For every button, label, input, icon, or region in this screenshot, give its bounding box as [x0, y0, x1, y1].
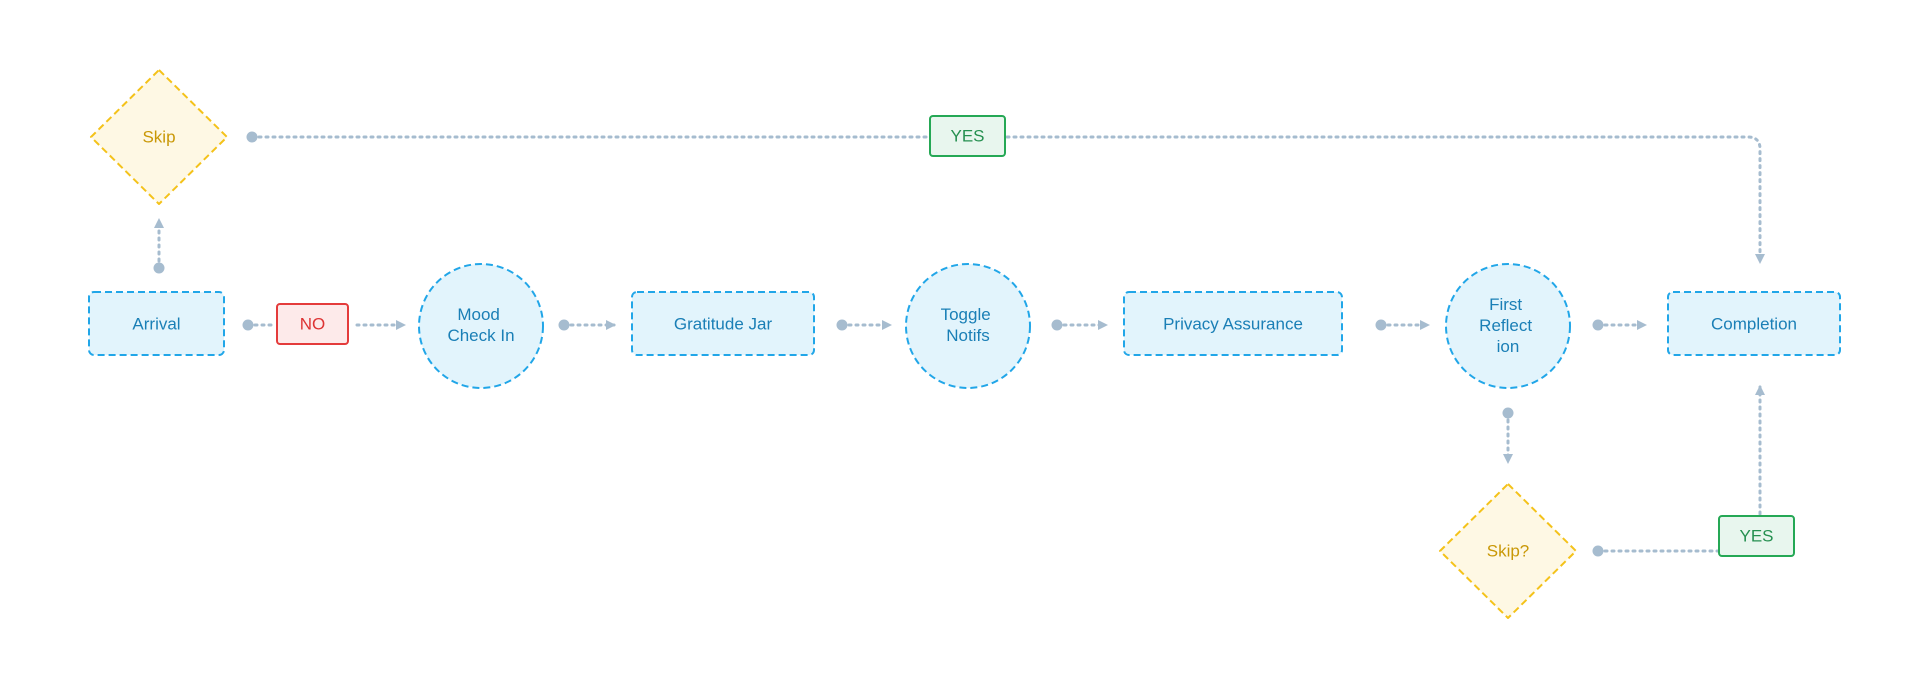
node-privacy-assurance-label: Privacy Assurance: [1163, 314, 1303, 333]
decision-skip-q[interactable]: Skip?: [1439, 483, 1577, 619]
node-toggle-line-2: Notifs: [946, 326, 989, 345]
decision-skip-q-label: Skip?: [1487, 541, 1530, 560]
connector-dot: [558, 319, 570, 331]
node-privacy-assurance[interactable]: Privacy Assurance: [1123, 291, 1343, 356]
node-mood-line-2: Check In: [447, 326, 514, 345]
connector-dot: [242, 319, 254, 331]
connector-dot: [246, 131, 258, 143]
node-first-reflection-label: First Reflect ion: [1479, 295, 1537, 356]
node-reflection-line-2: Reflect: [1479, 316, 1532, 335]
node-reflection-line-3: ion: [1497, 337, 1520, 356]
badge-yes-top-label: YES: [950, 126, 984, 145]
node-arrival[interactable]: Arrival: [88, 291, 225, 356]
node-first-reflection[interactable]: First Reflect ion: [1445, 263, 1571, 389]
node-toggle-notifs-label: Toggle Notifs: [941, 305, 996, 345]
node-completion[interactable]: Completion: [1667, 291, 1841, 356]
connector-dot: [1051, 319, 1063, 331]
connector-dot: [836, 319, 848, 331]
node-mood-check-in-label: Mood Check In: [447, 305, 514, 345]
connector-dot: [153, 262, 165, 274]
node-completion-label: Completion: [1711, 314, 1797, 333]
node-reflection-line-1: First: [1489, 295, 1522, 314]
badge-yes-bottom-label: YES: [1739, 526, 1773, 545]
connector-dots: [153, 131, 1604, 557]
node-mood-check-in[interactable]: Mood Check In: [418, 263, 544, 389]
connector-dot: [1592, 545, 1604, 557]
node-toggle-line-1: Toggle: [941, 305, 991, 324]
decision-skip-label: Skip: [142, 127, 175, 146]
badge-yes-top: YES: [929, 115, 1006, 157]
node-gratitude-jar[interactable]: Gratitude Jar: [631, 291, 815, 356]
node-toggle-notifs[interactable]: Toggle Notifs: [905, 263, 1031, 389]
connectors: [154, 135, 1765, 553]
connector-dot: [1502, 407, 1514, 419]
node-arrival-label: Arrival: [132, 314, 180, 333]
connector-yes-completion: [1005, 135, 1765, 264]
connector-dot: [1592, 319, 1604, 331]
badge-no-label: NO: [300, 314, 326, 333]
decision-skip[interactable]: Skip: [90, 69, 228, 205]
node-mood-line-1: Mood: [457, 305, 500, 324]
badge-yes-bottom: YES: [1718, 515, 1795, 557]
node-gratitude-jar-label: Gratitude Jar: [674, 314, 773, 333]
badge-no: NO: [276, 303, 349, 345]
connector-dot: [1375, 319, 1387, 331]
